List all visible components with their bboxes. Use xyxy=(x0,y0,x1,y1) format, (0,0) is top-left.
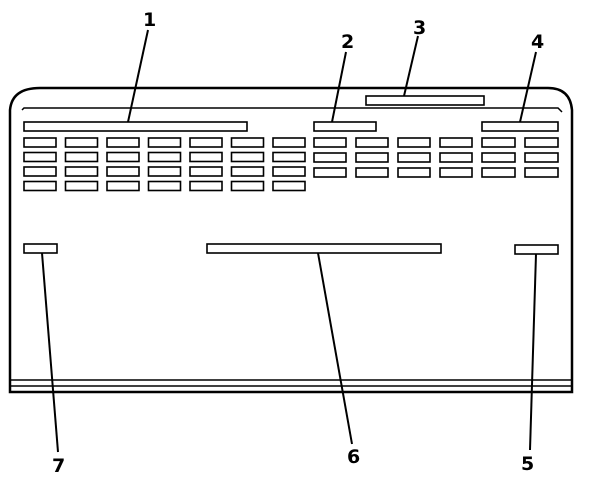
callout-7: 7 xyxy=(52,455,65,477)
main-key xyxy=(64,180,99,192)
main-key xyxy=(106,137,140,148)
main-key xyxy=(230,151,265,163)
leader-2 xyxy=(331,51,347,123)
main-key xyxy=(272,180,306,192)
callout-3: 3 xyxy=(413,17,426,39)
space-bar xyxy=(206,243,442,254)
main-key xyxy=(64,166,99,177)
main-key xyxy=(189,137,223,148)
middle-key xyxy=(355,137,389,148)
middle-key xyxy=(355,152,389,163)
main-key xyxy=(147,151,182,163)
middle-key xyxy=(439,152,473,163)
main-key xyxy=(147,166,182,177)
middle-key xyxy=(313,137,347,148)
main-key xyxy=(230,180,265,192)
main-key xyxy=(64,151,99,163)
middle-key xyxy=(397,167,431,178)
middle-key xyxy=(397,137,431,148)
leader-5 xyxy=(529,253,537,451)
right-lower-key xyxy=(514,244,559,255)
top-slot xyxy=(365,95,485,106)
leader-6 xyxy=(317,252,353,445)
callout-1: 1 xyxy=(143,9,156,31)
keyboard-body xyxy=(8,86,574,394)
main-key xyxy=(23,137,57,148)
main-key xyxy=(272,166,306,177)
middle-key xyxy=(439,167,473,178)
keypad-key xyxy=(481,137,516,148)
function-key-strip xyxy=(23,121,248,132)
main-key xyxy=(147,137,182,148)
main-key xyxy=(189,151,223,163)
main-key xyxy=(23,151,57,163)
main-key xyxy=(147,180,182,192)
keypad-key-grid xyxy=(481,137,559,178)
main-key xyxy=(230,166,265,177)
keypad-key xyxy=(524,167,559,178)
keypad-key xyxy=(481,152,516,163)
main-key xyxy=(189,166,223,177)
main-key xyxy=(23,180,57,192)
callout-2: 2 xyxy=(341,31,354,53)
keypad-key xyxy=(524,152,559,163)
callout-4: 4 xyxy=(531,31,544,53)
keypad-key xyxy=(481,167,516,178)
main-key xyxy=(64,137,99,148)
main-key-grid xyxy=(23,137,306,192)
keypad-key xyxy=(524,137,559,148)
middle-key xyxy=(313,167,347,178)
leader-1 xyxy=(127,29,149,123)
middle-key xyxy=(397,152,431,163)
leader-3 xyxy=(403,35,419,97)
left-lower-key xyxy=(23,243,58,254)
leader-7 xyxy=(41,252,59,453)
main-key xyxy=(23,166,57,177)
main-key xyxy=(106,180,140,192)
main-key xyxy=(272,151,306,163)
main-key xyxy=(189,180,223,192)
callout-5: 5 xyxy=(521,453,534,475)
keypad-label-strip xyxy=(481,121,559,132)
leader-4 xyxy=(519,51,537,123)
main-key xyxy=(230,137,265,148)
main-key xyxy=(272,137,306,148)
middle-key xyxy=(313,152,347,163)
main-key xyxy=(106,166,140,177)
middle-key xyxy=(355,167,389,178)
middle-key-grid xyxy=(313,137,473,178)
section-label-strip xyxy=(313,121,377,132)
middle-key xyxy=(439,137,473,148)
callout-6: 6 xyxy=(347,446,360,468)
main-key xyxy=(106,151,140,163)
